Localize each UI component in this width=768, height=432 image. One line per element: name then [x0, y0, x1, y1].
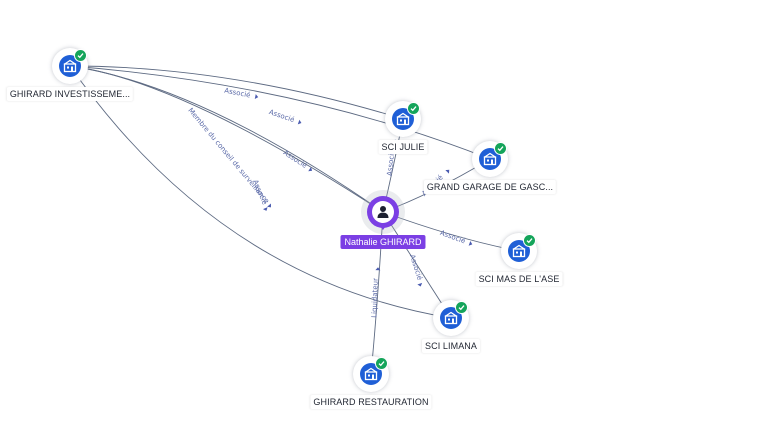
- company-label[interactable]: GHIRARD INVESTISSEME...: [6, 87, 134, 101]
- person-label[interactable]: Nathalie GHIRARD: [340, 235, 426, 249]
- relation-arrow: [375, 267, 381, 271]
- company-label[interactable]: GHIRARD RESTAURATION: [310, 395, 432, 409]
- company-label[interactable]: SCI JULIE: [378, 140, 428, 154]
- relation-edge: [69, 65, 452, 319]
- verified-check-icon: [523, 234, 536, 247]
- verified-check-icon: [74, 49, 87, 62]
- person-pin[interactable]: [367, 196, 399, 230]
- relation-arrow: [308, 167, 313, 172]
- relation-arrow: [254, 94, 259, 100]
- relation-label: Liquidateur: [370, 278, 379, 318]
- verified-check-icon: [407, 102, 420, 115]
- company-label[interactable]: GRAND GARAGE DE GASC...: [423, 180, 557, 194]
- relation-label: Associé: [251, 178, 269, 205]
- relation-edge: [69, 65, 384, 213]
- relation-label: Associé: [282, 149, 309, 170]
- relation-label: Associé: [224, 87, 252, 100]
- relation-edge: [69, 65, 491, 160]
- relation-edge: [69, 65, 404, 120]
- relation-arrow: [267, 203, 271, 208]
- company-label[interactable]: SCI MAS DE L'ASE: [475, 272, 563, 286]
- relation-label: Associé: [268, 108, 296, 124]
- relation-arrow: [417, 282, 423, 287]
- verified-check-icon: [375, 357, 388, 370]
- person-icon: [372, 201, 394, 223]
- relation-label: Associé: [386, 149, 397, 176]
- relation-label: Associé: [439, 229, 467, 246]
- relation-arrow: [468, 241, 473, 246]
- relation-arrow: [262, 207, 268, 211]
- relation-arrow: [297, 119, 302, 125]
- verified-check-icon: [494, 142, 507, 155]
- company-label[interactable]: SCI LIMANA: [421, 339, 481, 353]
- relation-arrow: [445, 169, 450, 174]
- verified-check-icon: [455, 301, 468, 314]
- relation-label: Associé: [408, 254, 424, 282]
